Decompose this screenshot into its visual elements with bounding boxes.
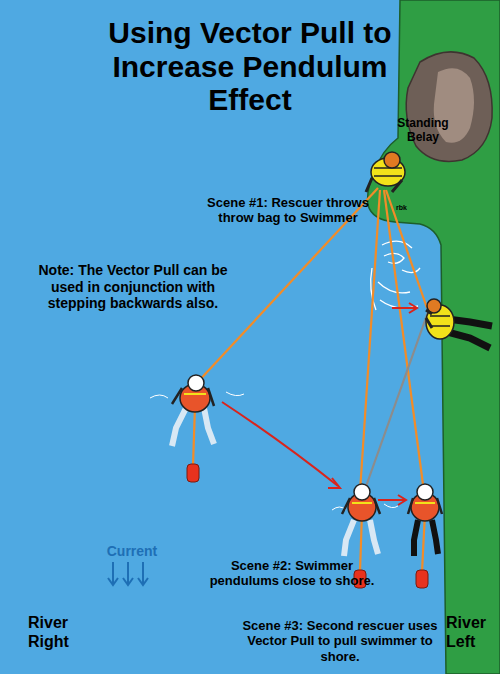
pendulum-arrows-part [398,495,406,505]
second-rescuer-part [426,310,432,328]
boulder [406,52,492,162]
swimmer-one [150,375,244,446]
standing-rescuer-part [366,178,402,192]
eddy-swirls-part [402,268,420,273]
bank-label: River Left [446,614,496,652]
swimmer-one-part [188,375,204,391]
current-arrows-part [138,578,148,585]
current-arrows-part [142,562,144,584]
swimmer-two-part [342,498,380,514]
swimmer-two-part [352,502,372,504]
current-arrows-part [127,562,129,584]
diagram-title: Using Vector Pull to Increase Pendulum E… [78,16,422,117]
standing-rescuer [366,152,405,192]
swimmer-one-part [172,408,214,446]
note-text: Note: The Vector Pull can be used in con… [26,262,240,312]
boulder-part [434,68,474,143]
pendulum-arrows-part [409,303,417,313]
eddy-swirls-part [378,282,410,293]
swimmer-two-part [344,520,378,556]
scene-caption: Scene #3: Second rescuer uses Vector Pul… [238,618,442,664]
pendulum-arrows-part [222,402,338,486]
boulder-part [406,52,492,162]
current-arrows [108,562,148,585]
vector-pull-rope [364,312,428,492]
second-rescuer [426,299,492,348]
throw-bags [187,464,428,588]
second-rescuer-part [430,316,450,326]
swimmer-one-part [184,393,206,395]
swimmer-three [408,484,442,556]
pendulum-arrows-part [328,478,340,488]
standing-rescuer-part [374,168,402,176]
swimmer-two-part [354,484,370,500]
current-label: Current [96,543,168,560]
swimmer-three-part [415,502,435,504]
pendulum-arrows-part [392,307,416,309]
pendulum-arrows-part [378,499,405,501]
current-arrows-part [123,578,133,585]
current-arrows-part [108,578,118,585]
role-label: Standing Belay [388,116,458,144]
standing-rescuer-part [384,152,400,168]
pendulum-arrows [222,303,417,505]
swimmer-three-part [408,498,442,514]
swimmer-three-part [414,520,438,556]
throw-ropes-part [386,190,427,308]
scene-caption: Scene #2: Swimmer pendulums close to sho… [200,558,384,589]
throw-bags-part [416,570,428,588]
throw-ropes [193,188,427,572]
throw-ropes-part [193,405,195,466]
eddy-swirls-part [382,241,412,248]
watermark: rbk [396,204,426,212]
swimmer-three-part [417,484,433,500]
throw-bags-part [187,464,199,482]
throw-ropes-part [360,190,380,492]
swimmer-two [332,484,398,556]
current-arrows-part [112,562,114,584]
river-bank [368,0,500,674]
bank-label: River Right [28,614,88,652]
swimmer-one-part [172,388,214,406]
scene-caption: Scene #1: Rescuer throws throw bag to Sw… [190,195,386,226]
